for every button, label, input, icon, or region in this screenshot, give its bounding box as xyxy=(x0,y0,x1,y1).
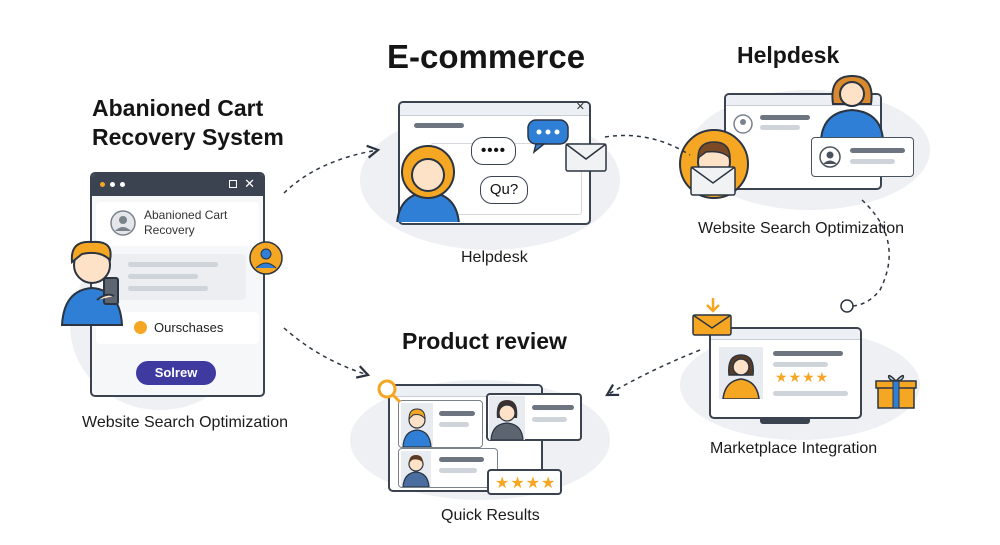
title-ecommerce: E-commerce xyxy=(387,38,586,75)
reviewer-avatar-icon xyxy=(489,396,525,440)
text-line xyxy=(532,417,567,422)
title-abandoned-cart: Abanioned Cart Recovery System xyxy=(92,95,284,150)
rating-badge: ★★★★ xyxy=(487,469,562,495)
text-line xyxy=(773,391,848,396)
marketplace-window: ★★★★ xyxy=(709,327,862,419)
text-line xyxy=(773,362,828,367)
text-line xyxy=(532,405,574,410)
cart-item-placeholder xyxy=(110,254,246,300)
user-badge-icon xyxy=(249,241,283,275)
caption-marketplace: Marketplace Integration xyxy=(710,440,878,457)
rating-stars: ★★★★ xyxy=(775,369,830,385)
text-line xyxy=(439,457,484,462)
text-line xyxy=(760,115,810,120)
customer-avatar-icon xyxy=(396,145,460,222)
user-avatar-icon xyxy=(733,114,753,134)
user-avatar-icon xyxy=(819,146,841,168)
purchases-row[interactable]: Ourschases xyxy=(96,312,259,344)
person-with-phone-icon xyxy=(60,240,124,326)
window-titlebar xyxy=(711,329,860,340)
seller-avatar-icon xyxy=(719,347,763,399)
window-dot-icon xyxy=(100,182,105,187)
close-icon[interactable]: ✕ xyxy=(244,176,255,191)
agent-avatar-icon xyxy=(819,74,885,141)
text-line xyxy=(128,274,198,279)
cart-header-card: Abanioned Cart Recovery xyxy=(96,202,259,246)
caption-website-search-right: Website Search Optimization xyxy=(698,220,905,237)
review-card xyxy=(398,400,483,448)
text-line xyxy=(128,286,208,291)
text-line xyxy=(850,159,895,164)
title-helpdesk: Helpdesk xyxy=(737,42,840,68)
envelope-icon xyxy=(692,298,732,336)
reviewer-avatar-icon xyxy=(401,451,431,487)
cart-window: ✕ Abanioned Cart Recovery Ourschases Sol… xyxy=(90,172,265,397)
caption-helpdesk: Helpdesk xyxy=(461,249,528,266)
window-titlebar xyxy=(726,95,880,106)
close-icon[interactable]: ✕ xyxy=(575,101,585,113)
caption-quick-results: Quick Results xyxy=(441,507,540,524)
chat-bubble-question: Qu? xyxy=(480,176,528,204)
cart-window-titlebar: ✕ xyxy=(92,174,263,196)
magnifier-icon xyxy=(377,379,402,404)
window-dot-icon xyxy=(110,182,115,187)
window-dot-icon xyxy=(120,182,125,187)
window-titlebar xyxy=(390,386,541,397)
title-product-review: Product review xyxy=(402,328,567,354)
window-titlebar: ✕ xyxy=(400,103,589,116)
user-avatar-icon xyxy=(110,210,136,236)
text-line xyxy=(773,351,843,356)
text-line xyxy=(439,422,469,427)
star-icon: ★★★★ xyxy=(495,475,557,492)
cart-header-text: Abanioned Cart Recovery xyxy=(144,208,228,237)
text-line xyxy=(128,262,218,267)
purchases-label: Ourschases xyxy=(154,320,224,335)
review-card-secondary xyxy=(486,393,582,441)
gift-icon xyxy=(875,374,917,409)
text-line xyxy=(439,468,477,473)
helpdesk-profile-card xyxy=(811,137,914,177)
chat-bubble-dots: •••• xyxy=(471,137,516,165)
caption-website-search-left: Website Search Optimization xyxy=(82,414,289,431)
review-card xyxy=(398,448,498,488)
download-arrow-icon xyxy=(706,304,720,313)
status-dot-icon xyxy=(134,321,147,334)
text-line xyxy=(850,148,905,153)
maximize-icon[interactable] xyxy=(229,180,237,188)
chat-bubble-icon xyxy=(527,119,569,154)
envelope-icon xyxy=(565,143,607,172)
reviewer-avatar-icon xyxy=(401,403,433,447)
text-line xyxy=(439,411,475,416)
text-line xyxy=(760,125,800,130)
envelope-icon xyxy=(690,166,736,196)
text-line xyxy=(414,123,464,128)
monitor-stand xyxy=(760,419,810,424)
solrew-button[interactable]: Solrew xyxy=(136,361,216,385)
